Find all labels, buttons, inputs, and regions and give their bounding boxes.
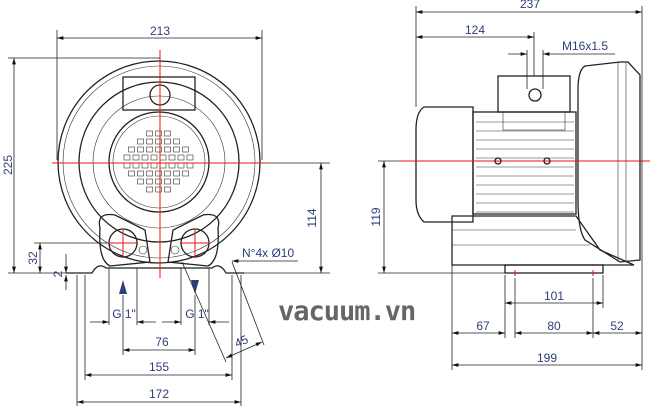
dim-box-offset: 124 bbox=[465, 23, 485, 37]
watermark: vacuum.vn bbox=[278, 296, 415, 327]
vent-slot bbox=[141, 154, 149, 161]
vent-slot bbox=[137, 170, 144, 177]
inlet-arrow-icon bbox=[119, 280, 127, 294]
dim-port-left: G 1" bbox=[112, 307, 136, 321]
vent-slot bbox=[155, 170, 162, 177]
vent-slot bbox=[182, 146, 189, 153]
vent-slot bbox=[150, 154, 158, 161]
vent-slot bbox=[132, 162, 140, 169]
vent-slot bbox=[164, 138, 171, 145]
vent-slot bbox=[146, 186, 153, 193]
dim-angle: 45 bbox=[232, 332, 250, 350]
vent-slot bbox=[186, 162, 194, 169]
outlet-arrow-icon bbox=[191, 280, 199, 294]
vent-slot bbox=[123, 154, 131, 161]
dim-hole-spacing: 80 bbox=[547, 319, 561, 333]
dim-width: 213 bbox=[150, 24, 170, 38]
vent-slot bbox=[146, 130, 153, 137]
dim-port-spacing: 76 bbox=[155, 335, 169, 349]
dim-port-height: 32 bbox=[26, 251, 40, 265]
dim-port-right: G 1" bbox=[185, 307, 209, 321]
dim-foot-inner: 155 bbox=[149, 360, 169, 374]
side-view: 237 124 M16x1.5 119 101 67 80 52 199 bbox=[369, 0, 650, 370]
vent-slot bbox=[159, 154, 167, 161]
dim-holes: N°4x Ø10 bbox=[242, 246, 294, 260]
dim-length: 237 bbox=[520, 0, 540, 11]
vent-slot bbox=[128, 170, 135, 177]
dim-center-height: 114 bbox=[305, 208, 319, 227]
vent-slot bbox=[146, 170, 153, 177]
vent-slot bbox=[164, 178, 171, 185]
dim-rear-offset: 67 bbox=[476, 319, 490, 333]
vent-slot bbox=[177, 162, 185, 169]
dim-height: 225 bbox=[1, 155, 15, 175]
dim-center-height-side: 119 bbox=[369, 207, 383, 226]
vent-slot bbox=[168, 154, 176, 161]
vent-slot bbox=[146, 138, 153, 145]
dim-base-length: 199 bbox=[537, 351, 557, 365]
dim-front-offset: 52 bbox=[610, 319, 624, 333]
vent-slot bbox=[137, 178, 144, 185]
vent-slot bbox=[146, 178, 153, 185]
vent-slot bbox=[155, 138, 162, 145]
vent-slot bbox=[155, 146, 162, 153]
vent-slot bbox=[168, 162, 176, 169]
dim-thread: M16x1.5 bbox=[562, 39, 608, 53]
vent-slot bbox=[164, 146, 171, 153]
vent-slot bbox=[150, 162, 158, 169]
vent-slot bbox=[177, 154, 185, 161]
vent-slot bbox=[173, 170, 180, 177]
vent-slot bbox=[123, 162, 131, 169]
vent-slot bbox=[137, 146, 144, 153]
vent-slot bbox=[159, 162, 167, 169]
vent-slot bbox=[155, 186, 162, 193]
vent-slot bbox=[155, 130, 162, 137]
vent-slot bbox=[141, 162, 149, 169]
vent-slot bbox=[164, 186, 171, 193]
dim-foot-plate: 101 bbox=[544, 289, 564, 303]
dim-foot-outer: 172 bbox=[149, 387, 169, 401]
vent-slot bbox=[164, 130, 171, 137]
dim-flange: 2 bbox=[51, 270, 65, 277]
vent-slot bbox=[128, 146, 135, 153]
vent-slot bbox=[173, 146, 180, 153]
vent-slot bbox=[182, 170, 189, 177]
vent-slot bbox=[146, 146, 153, 153]
vent-slot bbox=[186, 154, 194, 161]
vent-slot bbox=[155, 178, 162, 185]
vent-slot bbox=[132, 154, 140, 161]
vent-slot bbox=[137, 138, 144, 145]
vent-slot bbox=[173, 178, 180, 185]
vent-slot bbox=[173, 138, 180, 145]
front-view: 213 225 114 32 2 N°4x Ø10 G 1" G 1" 76 1… bbox=[1, 24, 330, 406]
vent-slot bbox=[164, 170, 171, 177]
